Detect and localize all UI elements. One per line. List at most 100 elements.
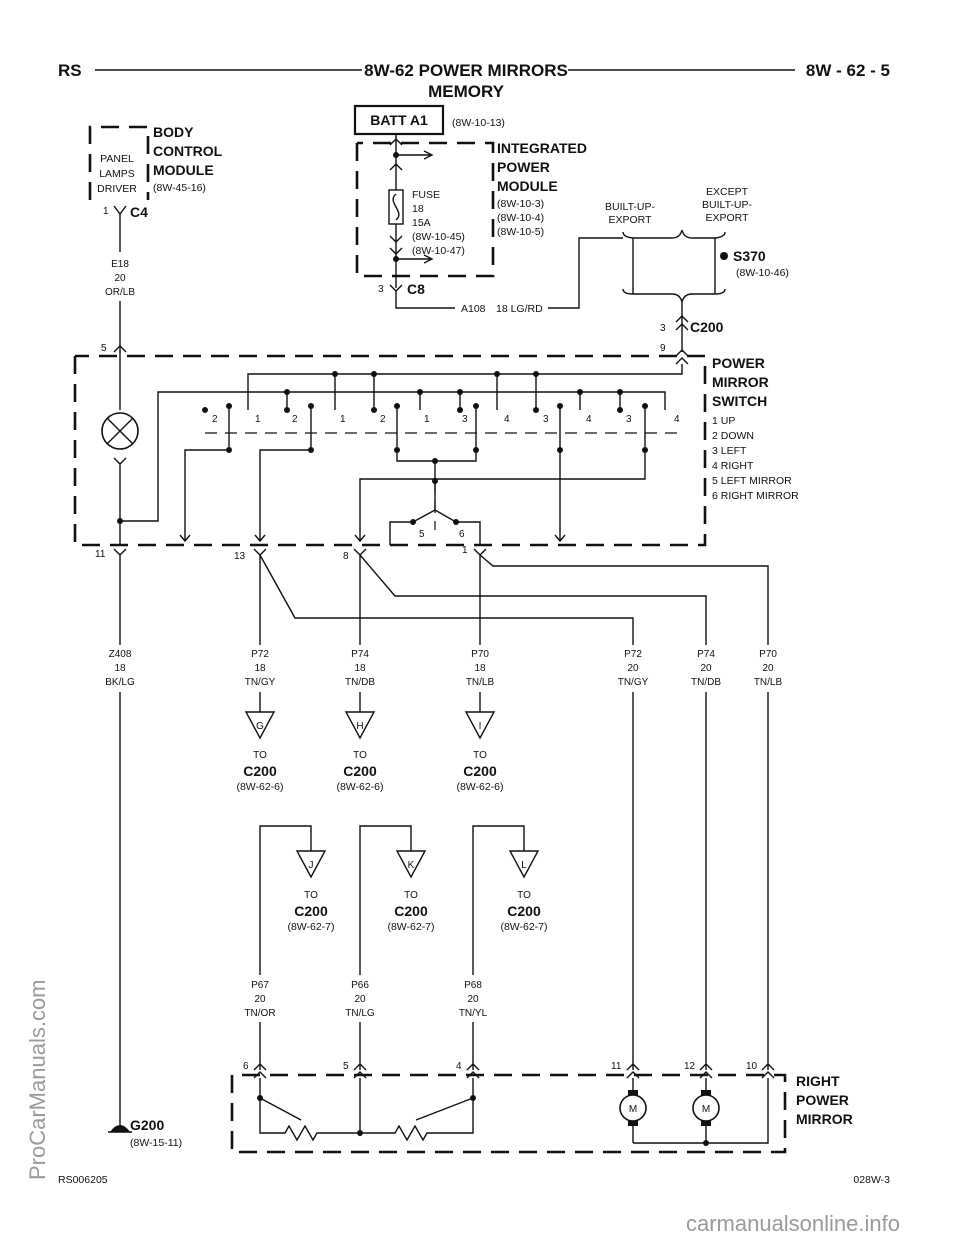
c200-top-terminal-upper — [675, 315, 689, 331]
wire-4-circuit: P72 — [624, 649, 642, 660]
offpage-1-letter: H — [356, 721, 363, 732]
lower-wire-2-circuit: P68 — [464, 980, 482, 991]
batt-label: BATT A1 — [370, 112, 428, 128]
except-line1: EXCEPT — [706, 186, 749, 198]
c200-top-connector: C200 — [690, 319, 724, 335]
contact-num-9: 4 — [586, 414, 592, 425]
lower-wire-0-circuit: P67 — [251, 980, 269, 991]
offpage-2-to: TO — [473, 750, 487, 761]
option-bracket-bottom — [622, 288, 726, 303]
motor2-label: M — [702, 1104, 710, 1115]
contact-num-7: 4 — [504, 414, 510, 425]
offpage-triangles-lower — [295, 850, 540, 879]
bcm-pin: 1 — [103, 206, 109, 217]
ipm-connector: C8 — [407, 281, 425, 297]
ground-ref: (8W-15-11) — [130, 1137, 182, 1149]
switch-bottom-terminals — [113, 548, 487, 556]
offpage-1-to: TO — [353, 750, 367, 761]
ipm-boundary — [355, 141, 495, 278]
bcm-box-line1: PANEL — [100, 153, 134, 165]
p70-splice-wire — [479, 554, 769, 645]
wire-4-gauge: 20 — [627, 663, 639, 674]
fuse-element — [392, 193, 400, 221]
a108-gauge-color: 18 LG/RD — [496, 303, 543, 315]
offpage-2-ref: (8W-62-6) — [456, 781, 503, 793]
offpage-5-to: TO — [517, 890, 531, 901]
wiper-outputs — [184, 449, 646, 540]
bcm-boundary — [88, 125, 150, 200]
ipm-pin: 3 — [378, 284, 384, 295]
offpage-4-connector: C200 — [394, 903, 428, 919]
header-title-line1: 8W-62 POWER MIRRORS — [364, 61, 568, 80]
offpage-leads-lower — [259, 825, 525, 975]
except-line3: EXPORT — [706, 212, 750, 224]
header-right: 8W - 62 - 5 — [806, 61, 890, 80]
wire-1-gauge: 18 — [254, 663, 266, 674]
sensor-wipers — [259, 1097, 474, 1121]
switch-wipers — [228, 406, 646, 450]
mirror-title-line1: RIGHT — [796, 1073, 840, 1089]
selector-6-label: 6 — [459, 529, 465, 540]
mirror-boundary — [230, 1073, 787, 1154]
wire-2-color: TN/DB — [345, 677, 375, 688]
offpage-1-ref: (8W-62-6) — [336, 781, 383, 793]
ipm-title-line1: INTEGRATED — [497, 140, 587, 156]
offpage-5-connector: C200 — [507, 903, 541, 919]
output-terminals — [179, 534, 566, 543]
ipm-bus-arrow-top — [396, 150, 434, 160]
ground-icon — [110, 1125, 130, 1132]
wire-3-color: TN/LB — [466, 677, 495, 688]
a108-wire-right — [548, 237, 623, 309]
bcm-box-line2: LAMPS — [99, 168, 135, 180]
bcm-box-line3: DRIVER — [97, 183, 137, 195]
c200-top-pin-upper: 3 — [660, 323, 666, 334]
fuse-ref1: (8W-10-45) — [412, 231, 465, 243]
c200-top-pin-lower: 9 — [660, 343, 666, 354]
motor-common-wire — [633, 1078, 769, 1144]
motor-common-node — [703, 1140, 709, 1146]
switch-legend-3: 4 RIGHT — [712, 460, 754, 472]
offpage-triangles-upper — [244, 711, 496, 740]
wire-5-circuit: P74 — [697, 649, 715, 660]
switch-legend-2: 3 LEFT — [712, 445, 747, 457]
offpage-4-letter: K — [408, 860, 415, 871]
wire-5-gauge: 20 — [700, 663, 712, 674]
ipm-bus-arrow-bottom — [396, 254, 434, 264]
motor1-brush-top — [628, 1090, 638, 1098]
bottom-watermark: carmanualsonline.info — [686, 1211, 900, 1236]
wire-6-color: TN/LB — [754, 677, 783, 688]
offpage-5-ref: (8W-62-7) — [500, 921, 547, 933]
switch-pin-13: 13 — [234, 551, 246, 562]
motor1-label: M — [629, 1104, 637, 1115]
footer-right: 028W-3 — [853, 1174, 890, 1186]
batt-ref: (8W-10-13) — [452, 117, 505, 129]
wire-0-color: BK/LG — [105, 677, 135, 688]
horizontal-position-sensor — [259, 1078, 361, 1142]
mirror-title-line3: MIRROR — [796, 1111, 853, 1127]
bcm-title-line3: MODULE — [153, 162, 214, 178]
e18-gauge: 20 — [114, 273, 126, 284]
mirror-motor-wires — [632, 692, 769, 1070]
contact-num-2: 2 — [292, 414, 298, 425]
offpage-4-ref: (8W-62-7) — [387, 921, 434, 933]
option-bracket-top — [622, 229, 726, 239]
wire-0-gauge: 18 — [114, 663, 126, 674]
contact-num-1: 1 — [255, 414, 261, 425]
lower-wires — [259, 1022, 474, 1070]
fuse-line1: FUSE — [412, 189, 440, 201]
offpage-3-ref: (8W-62-7) — [287, 921, 334, 933]
mirror-pin-4: 12 — [684, 1061, 696, 1072]
sensor-node-common — [357, 1130, 363, 1136]
ipm-bus-terminals — [389, 138, 403, 171]
wire-6-gauge: 20 — [762, 663, 774, 674]
mirror-terminals — [253, 1063, 775, 1079]
switch-legend-5: 6 RIGHT MIRROR — [712, 490, 799, 502]
wire-1-circuit: P72 — [251, 649, 269, 660]
mirror-title-line2: POWER — [796, 1092, 849, 1108]
offpage-leads-upper — [259, 692, 481, 712]
footer-left: RS006205 — [58, 1174, 108, 1186]
bcm-title-line2: CONTROL — [153, 143, 223, 159]
ipm-title-line2: POWER — [497, 159, 550, 175]
wire-label-z408: Z408 18 BK/LG — [105, 649, 135, 688]
mirror-pin-2: 4 — [456, 1061, 462, 1072]
